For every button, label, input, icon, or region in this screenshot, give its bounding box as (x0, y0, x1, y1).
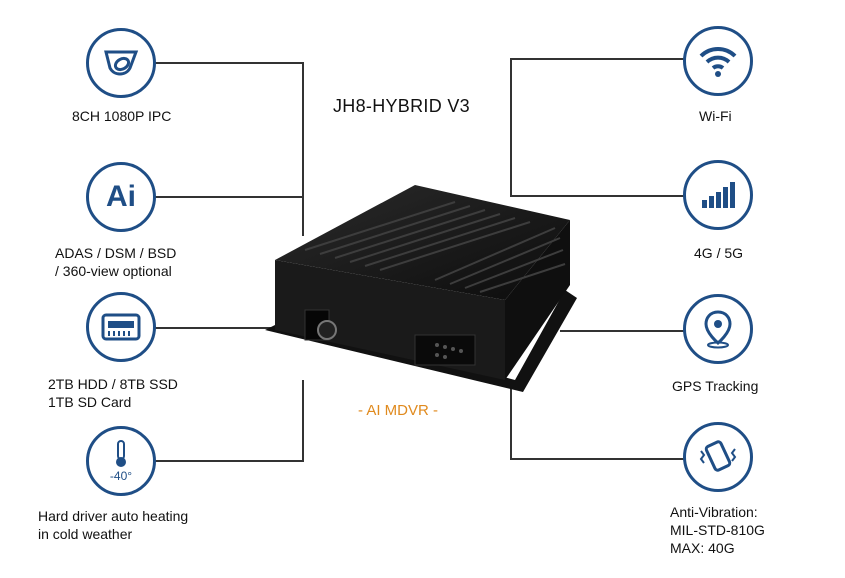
ai-icon: Ai (86, 162, 156, 232)
connector-line (510, 195, 684, 197)
feature-label-vibration: Anti-Vibration: MIL-STD-810G MAX: 40G (670, 504, 765, 556)
hdd-icon (86, 292, 156, 362)
connector-line (510, 458, 684, 460)
connector-line (510, 380, 512, 460)
feature-label-adas: ADAS / DSM / BSD / 360-view optional (55, 245, 177, 279)
feature-label-cellular: 4G / 5G (694, 245, 744, 261)
camera-icon (86, 28, 156, 98)
signal-bars-icon (683, 160, 753, 230)
vibration-phone-icon (683, 422, 753, 492)
feature-label-storage: 2TB HDD / 8TB SSD 1TB SD Card (48, 376, 178, 410)
location-pin-icon (683, 294, 753, 364)
connector-line (302, 380, 304, 462)
feature-label-ipc: 8CH 1080P IPC (72, 108, 172, 124)
wifi-icon (683, 26, 753, 96)
thermometer-icon: -40° (86, 426, 156, 496)
feature-label-wifi: Wi-Fi (699, 108, 732, 124)
connector-line (155, 460, 303, 462)
feature-label-gps: GPS Tracking (672, 378, 759, 394)
feature-label-heating: Hard driver auto heating in cold weather (38, 508, 189, 542)
connector-line (510, 58, 512, 196)
connector-line (155, 62, 303, 64)
product-subtitle: - AI MDVR - (358, 402, 439, 419)
mdvr-device-image (265, 185, 577, 392)
connector-line (155, 196, 303, 198)
connector-line (510, 58, 684, 60)
connector-line (560, 330, 684, 332)
product-title: JH8-HYBRID V3 (333, 96, 470, 116)
connector-line (302, 62, 304, 236)
connector-line (155, 327, 275, 329)
